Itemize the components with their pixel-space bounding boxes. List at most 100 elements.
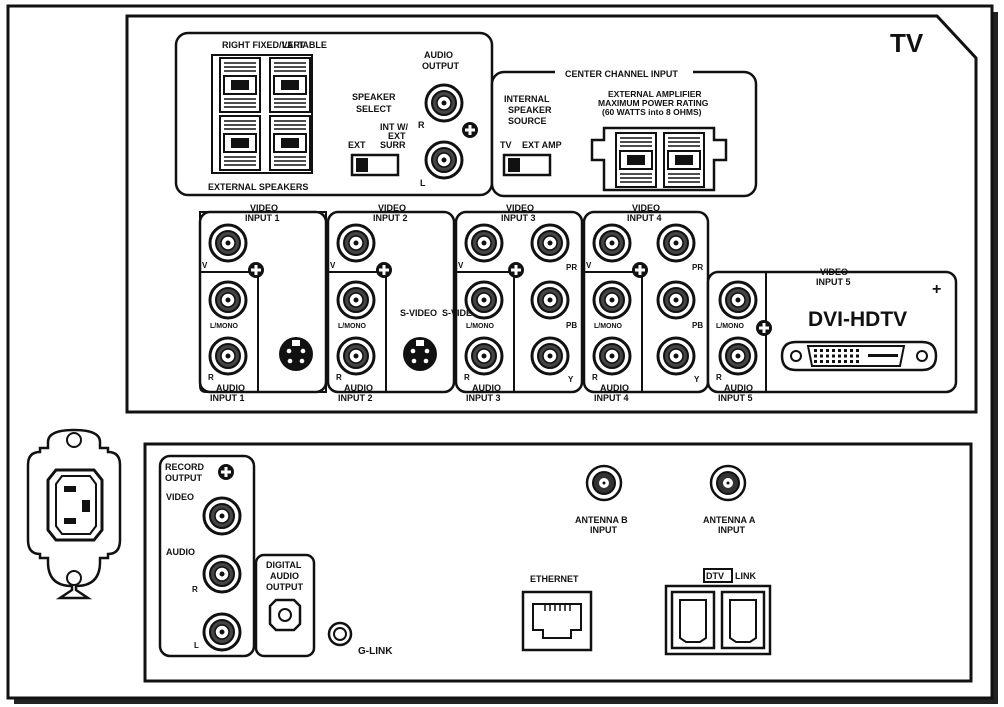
- dvi-hdtv-connector[interactable]: [780, 340, 938, 372]
- audio-input-2-label: INPUT 2: [338, 393, 373, 403]
- video-input-2-v-jack[interactable]: [336, 223, 376, 263]
- r-label: R: [592, 373, 598, 382]
- y-label: Y: [694, 375, 700, 384]
- s-video-2-label: S-VIDEO: [442, 308, 479, 318]
- digital-audio-output-label: DIGITAL: [266, 560, 302, 570]
- record-output-audio-r-jack[interactable]: [202, 554, 242, 594]
- video-input-1-label: INPUT 1: [245, 213, 280, 223]
- speaker-source-slider[interactable]: [508, 158, 520, 172]
- s-video-input-1-jack[interactable]: [279, 337, 313, 371]
- audio-input-1-r-jack[interactable]: [208, 336, 248, 376]
- antenna-a-input-jack[interactable]: [709, 464, 747, 502]
- center-channel-title-bg: [555, 68, 693, 78]
- dtv-link-port-1[interactable]: [670, 590, 716, 650]
- record-output-video-jack[interactable]: [202, 496, 242, 536]
- antenna-b-input-jack[interactable]: [585, 464, 623, 502]
- audio-input-5-l-jack[interactable]: [718, 280, 758, 320]
- dtv-logo-text: DTV: [706, 571, 724, 581]
- int-ext-surr-label: INT W/: [380, 122, 408, 132]
- left-label: LEFT: [282, 40, 305, 50]
- audio-input-5-r-jack[interactable]: [718, 336, 758, 376]
- pb-label: PB: [692, 321, 703, 330]
- s-video-input-2-jack[interactable]: [403, 337, 437, 371]
- video-input-2-label: INPUT 2: [373, 213, 408, 223]
- r-label: R: [716, 373, 722, 382]
- audio-output-label: AUDIO: [424, 50, 453, 60]
- right-fixed-variable-label: RIGHT FIXED/VARIABLE: [222, 40, 327, 50]
- audio-input-1-label: INPUT 1: [210, 393, 245, 403]
- ground-plus-icon: [632, 262, 648, 278]
- ground-plus-icon: [756, 320, 772, 336]
- dtv-link-port-2[interactable]: [720, 590, 766, 650]
- video-input-3-v-jack[interactable]: [464, 223, 504, 263]
- audio-input-3-r-jack[interactable]: [464, 336, 504, 376]
- audio-input-2-r-jack[interactable]: [336, 336, 376, 376]
- ground-plus-icon: [218, 464, 234, 480]
- audio-input-3-l-jack[interactable]: [464, 280, 504, 320]
- r-label: R: [336, 373, 342, 382]
- v-label: V: [458, 261, 464, 270]
- optical-audio-port[interactable]: [268, 598, 302, 632]
- video-input-4-v-jack[interactable]: [592, 223, 632, 263]
- pr-label: PR: [566, 263, 577, 272]
- video-input-1-label: VIDEO: [250, 203, 278, 213]
- l-mono-label: L/MONO: [594, 323, 623, 330]
- v-label: V: [586, 261, 592, 270]
- audio-input-2-l-jack[interactable]: [336, 280, 376, 320]
- internal-speaker-source-label: SPEAKER: [508, 105, 552, 115]
- component-4-y-jack[interactable]: [656, 336, 696, 376]
- video-input-3-label: VIDEO: [506, 203, 534, 213]
- component-3-pr-jack[interactable]: [530, 223, 570, 263]
- audio-input-3-label: INPUT 3: [466, 393, 501, 403]
- component-3-pb-jack[interactable]: [530, 280, 570, 320]
- speaker-select-label: SELECT: [356, 104, 392, 114]
- y-label: Y: [568, 375, 574, 384]
- video-input-4-label: INPUT 4: [627, 213, 662, 223]
- int-ext-surr-label: SURR: [380, 140, 406, 150]
- dvi-hdtv-label: DVI-HDTV: [808, 308, 907, 331]
- l-mono-label: L/MONO: [716, 323, 745, 330]
- v-label: V: [330, 261, 336, 270]
- audio-input-5-label: AUDIO: [724, 383, 753, 393]
- audio-output-label: OUTPUT: [422, 61, 460, 71]
- component-4-pr-jack[interactable]: [656, 223, 696, 263]
- component-3-y-jack[interactable]: [530, 336, 570, 376]
- audio-output-l-jack[interactable]: [424, 140, 464, 180]
- external-amplifier-label: (60 WATTS into 8 OHMS): [602, 107, 702, 117]
- l-mono-label: L/MONO: [210, 323, 239, 330]
- plus-sign: +: [932, 281, 941, 298]
- audio-input-4-l-jack[interactable]: [592, 280, 632, 320]
- ac-power-inlet[interactable]: [26, 428, 122, 600]
- panel-title: TV: [890, 28, 924, 58]
- component-4-pb-jack[interactable]: [656, 280, 696, 320]
- g-link-jack[interactable]: [327, 621, 353, 647]
- audio-output-l-label: L: [420, 178, 426, 188]
- video-input-3-label: INPUT 3: [501, 213, 536, 223]
- record-output-label: OUTPUT: [165, 473, 203, 483]
- ethernet-port[interactable]: [521, 590, 593, 652]
- external-speakers-label: EXTERNAL SPEAKERS: [208, 182, 308, 192]
- video-input-1-v-jack[interactable]: [208, 223, 248, 263]
- audio-output-r-jack[interactable]: [424, 83, 464, 123]
- audio-input-2-label: AUDIO: [344, 383, 373, 393]
- audio-input-1-l-jack[interactable]: [208, 280, 248, 320]
- ground-plus-icon: [376, 262, 392, 278]
- video-input-5-label: INPUT 5: [816, 277, 851, 287]
- record-output-audio-l-jack[interactable]: [202, 612, 242, 652]
- speaker-select-slider[interactable]: [356, 158, 368, 172]
- record-r-label: R: [192, 585, 198, 594]
- s-video-1-label: S-VIDEO: [400, 308, 437, 318]
- center-channel-terminal: [615, 132, 657, 188]
- link-logo-text: LINK: [735, 571, 756, 581]
- l-mono-label: L/MONO: [466, 323, 495, 330]
- digital-audio-output-label: AUDIO: [270, 571, 299, 581]
- audio-output-r-label: R: [418, 120, 425, 130]
- int-ext-surr-label: EXT: [388, 131, 406, 141]
- center-channel-terminal: [663, 132, 705, 188]
- external-amplifier-label: EXTERNAL AMPLIFIER: [608, 89, 702, 99]
- antenna-b-label: INPUT: [590, 525, 618, 535]
- r-label: R: [464, 373, 470, 382]
- audio-input-4-r-jack[interactable]: [592, 336, 632, 376]
- pr-label: PR: [692, 263, 703, 272]
